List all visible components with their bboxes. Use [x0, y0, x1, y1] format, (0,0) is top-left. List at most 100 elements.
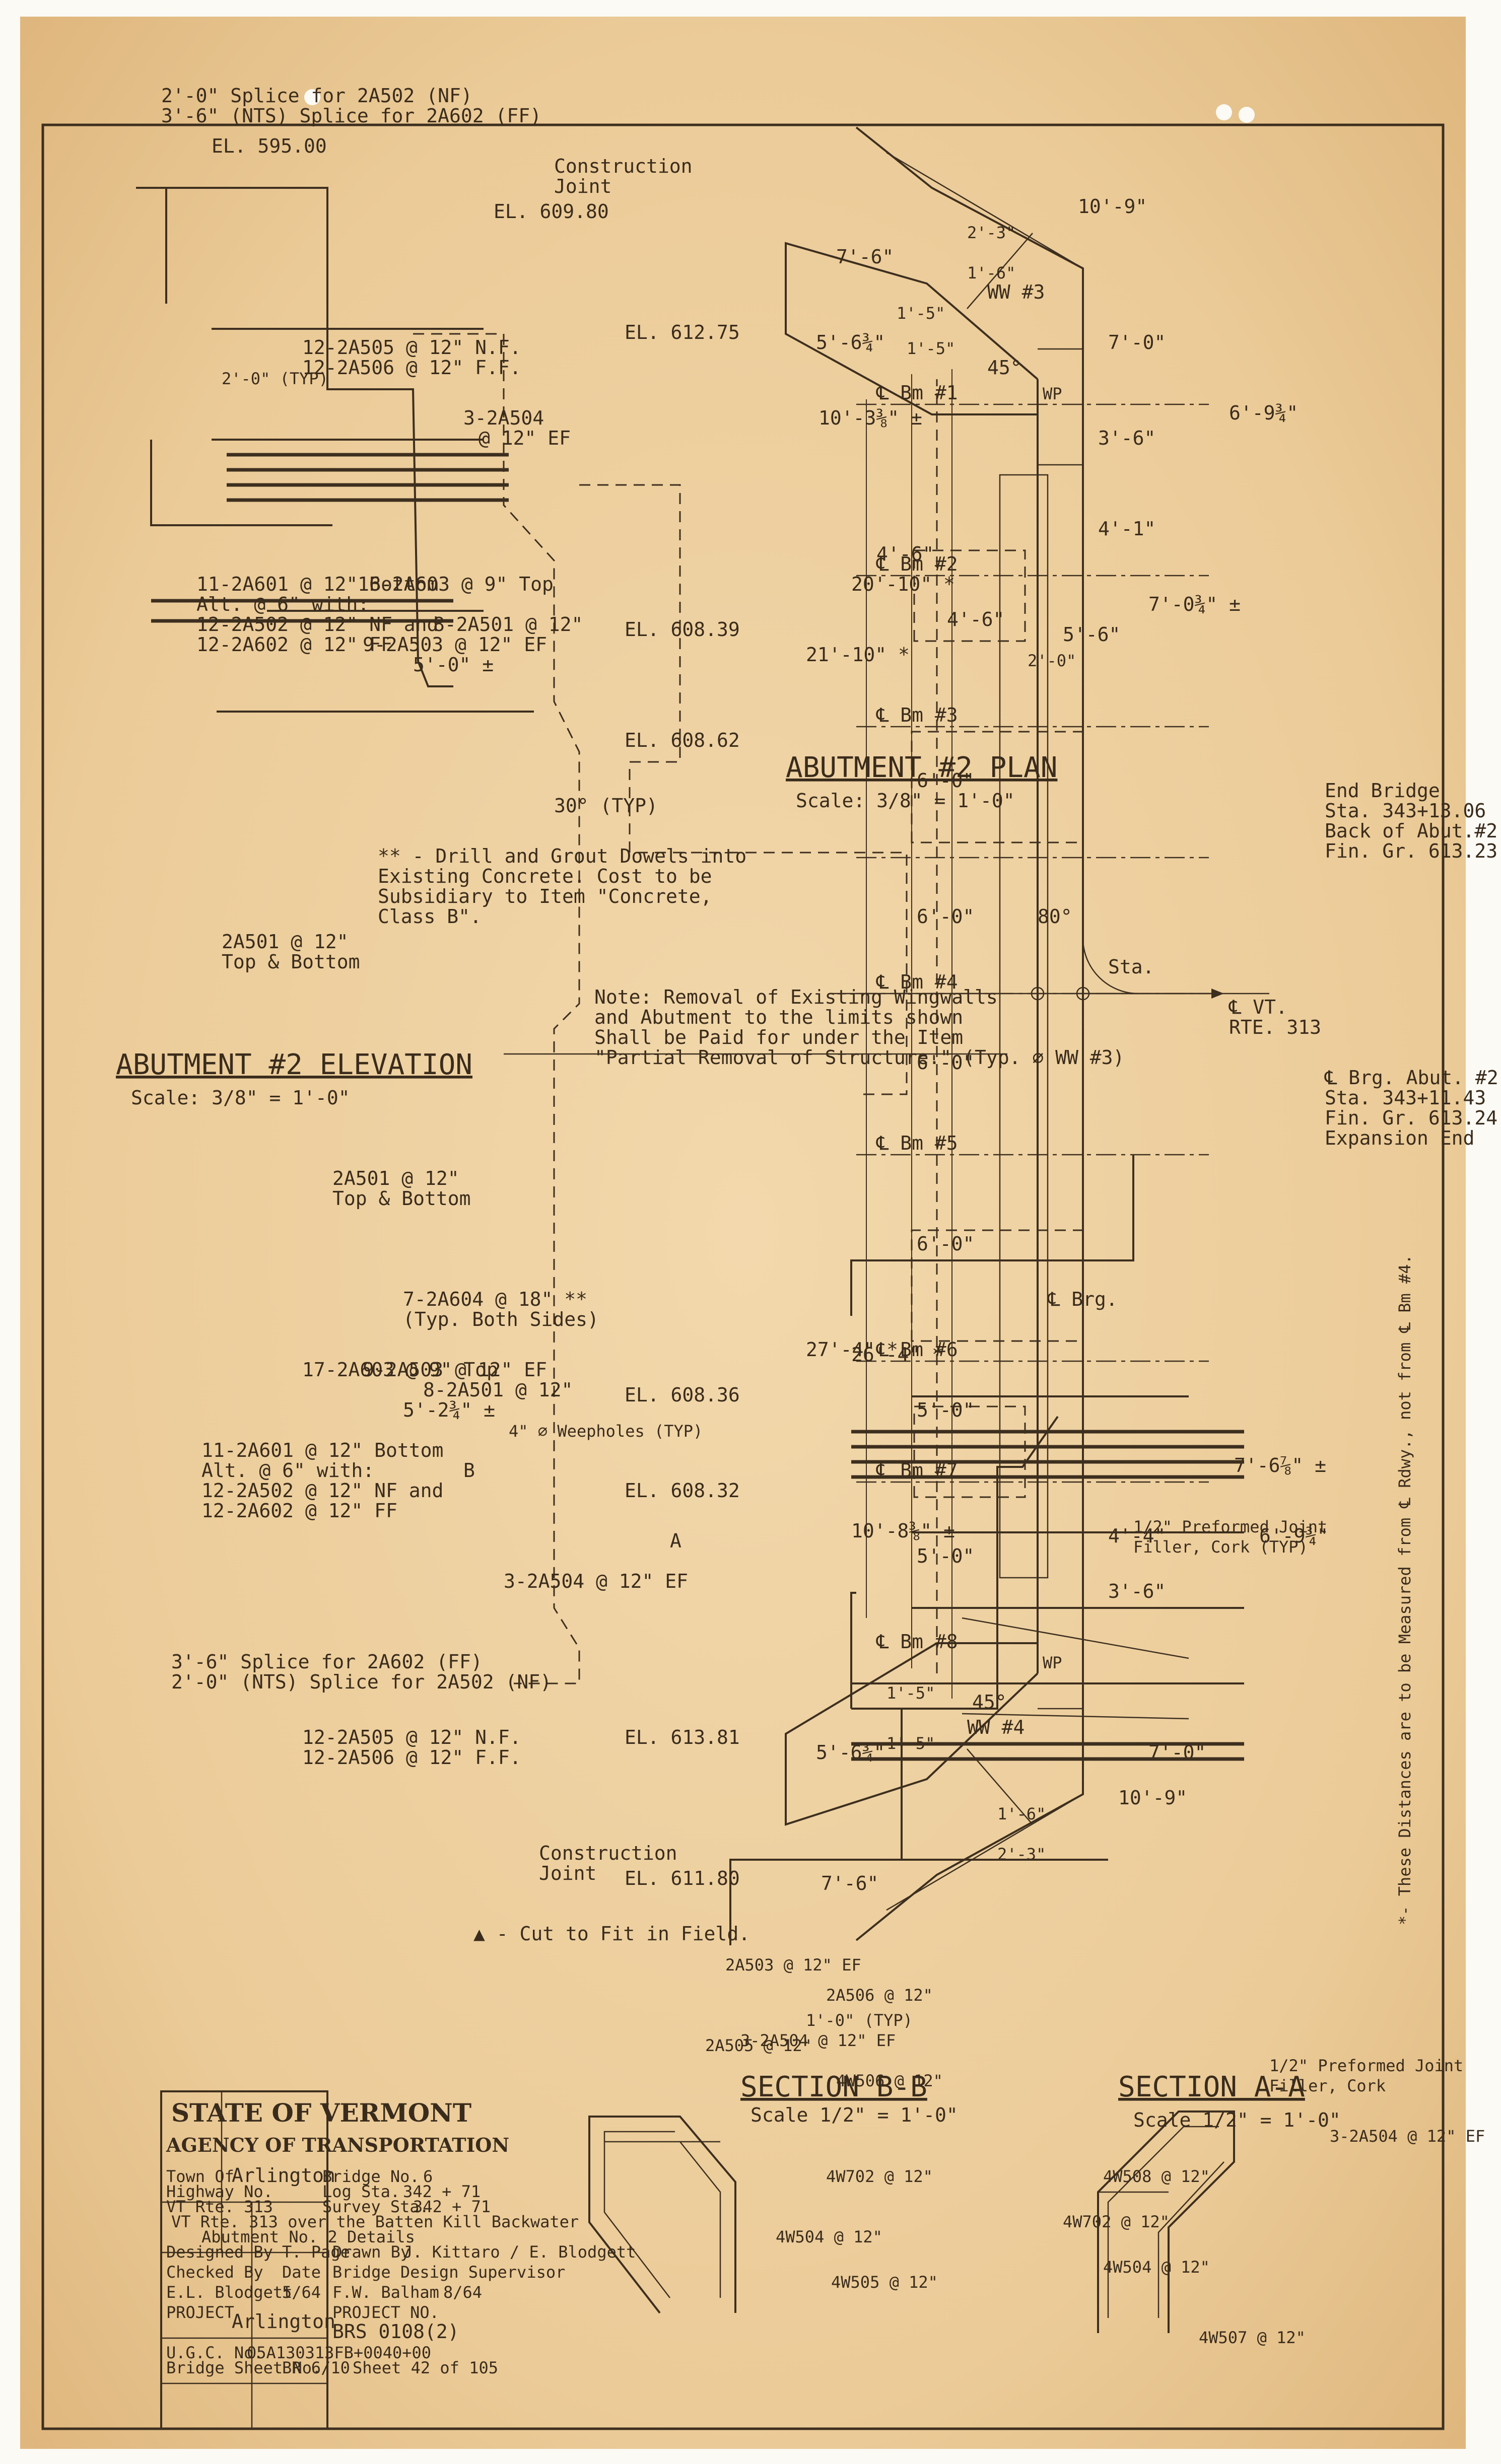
right-bar-4: (Typ. Both Sides): [403, 1308, 599, 1330]
punch-hole: [1216, 104, 1232, 120]
bb-label-3: 3-2A504 @ 12" EF: [740, 2031, 896, 2050]
project-label: PROJECT: [166, 2303, 234, 2322]
end-bridge-line-2: Sta. 343+13.06: [1325, 800, 1486, 822]
elevation-labels: ABUTMENT #2 ELEVATION Scale: 3/8" = 1'-0…: [116, 85, 750, 1945]
plan-labels: ABUTMENT #2 PLAN Scale: 3/8" = 1'-0" *- …: [594, 195, 1498, 1925]
bb-label-4: 1'-0" (TYP): [806, 2011, 913, 2030]
angle-45-top: 45°: [987, 357, 1022, 379]
splice-3: 3'-6" Splice for 2A602 (FF): [171, 1651, 483, 1673]
brg-label: ℄ Brg.: [1047, 1288, 1118, 1310]
dim-1-6-top: 1'-6": [967, 263, 1015, 283]
dim-10-8: 10'-8⅜" ±: [851, 1520, 955, 1542]
elevation-title: ABUTMENT #2 ELEVATION: [116, 1048, 472, 1081]
dim-10-9-bottom: 10'-9": [1118, 1787, 1187, 1809]
right-bar-2: Top & Bottom: [332, 1187, 471, 1210]
checked-value: E.L. Blodgett: [166, 2283, 292, 2302]
drawing-border: [41, 123, 1445, 2430]
splice-4: 2'-0" (NTS) Splice for 2A502 (NF): [171, 1671, 552, 1693]
dim-2-3-top: 2'-3": [967, 223, 1015, 242]
dim-20-10: 20'-10" *: [851, 573, 955, 595]
left-bar-10: 12-2A502 @ 12" NF and: [196, 613, 438, 636]
paper-background: [20, 17, 1466, 2449]
dim-5-0: 5'-0" ±: [413, 654, 494, 676]
dim-6-9-top: 6'-9¾": [1229, 402, 1298, 424]
right-bar-8: 11-2A601 @ 12" Bottom: [201, 1439, 443, 1461]
punch-hole: [304, 89, 320, 105]
dim-4-6-b: 4'-6": [876, 543, 934, 565]
left-bar-1: 12-2A505 @ 12" N.F.: [302, 336, 521, 359]
plan-scale: Scale: 3/8" = 1'-0": [796, 790, 1015, 812]
construction-joint-bottom-1: Construction: [539, 1842, 677, 1864]
bb-label-1: 2A503 @ 12" EF: [725, 1955, 861, 1975]
ww3-label: WW #3: [987, 281, 1045, 303]
left-bar-13: Top & Bottom: [222, 951, 360, 973]
skew-angle: 80°: [1038, 905, 1072, 928]
left-bar-2: 12-2A506 @ 12" F.F.: [302, 357, 521, 379]
ww4-label: WW #4: [967, 1716, 1025, 1738]
el-608-32: EL. 608.32: [625, 1480, 740, 1502]
right-bar-12: 3-2A504 @ 12" EF: [504, 1570, 688, 1592]
removal-note-1: Note: Removal of Existing Wingwalls: [594, 986, 998, 1008]
dim-27-4: 27'-4" *: [806, 1339, 898, 1361]
dowel-note-2: Existing Concrete. Cost to be: [378, 865, 712, 887]
punch-hole: [1239, 107, 1255, 123]
left-bar-9: Alt. @ 6" with:: [196, 593, 369, 615]
left-bar-5: 16-2A603 @ 9" Top: [358, 573, 554, 595]
dim-5-0-a: 5'-0": [917, 1399, 974, 1421]
dowel-note-1: ** - Drill and Grout Dowels into: [378, 845, 746, 867]
sta-label: Sta.: [1108, 956, 1154, 978]
brg-abut-line-2: Sta. 343+11.43: [1325, 1087, 1486, 1109]
bb-label-2: 2A506 @ 12": [826, 1986, 933, 2005]
dim-6-0-b: 6'-0": [917, 905, 974, 928]
project-no-label: PROJECT NO.: [332, 2303, 439, 2322]
sheet-note: *- These Distances are to be Measured fr…: [1395, 1254, 1414, 1925]
el-608-36: EL. 608.36: [625, 1384, 740, 1406]
splice-1: 2'-0" Splice for 2A502 (NF): [161, 85, 472, 107]
checked-label: Checked By: [166, 2263, 263, 2282]
rte-label-2: RTE. 313: [1229, 1016, 1321, 1038]
dim-7-0-34-top: 7'-0¾" ±: [1148, 593, 1241, 615]
drawn-value: J. Kittaro / E. Blodgett: [403, 2242, 636, 2262]
dowel-note-3: Subsidiary to Item "Concrete,: [378, 885, 712, 907]
weepholes: 4" ∅ Weepholes (TYP): [509, 1422, 703, 1441]
dim-4-4: 4'-4": [1108, 1525, 1166, 1547]
el-608-39: EL. 608.39: [625, 618, 740, 641]
el-612-75: EL. 612.75: [625, 321, 740, 343]
wp-bottom-label: WP: [1043, 1653, 1062, 1672]
construction-joint-top-2: Joint: [554, 175, 611, 197]
elevation-scale: Scale: 3/8" = 1'-0": [131, 1087, 350, 1109]
splice-2: 3'-6" (NTS) Splice for 2A602 (FF): [161, 105, 541, 127]
angle-45-bottom: 45°: [972, 1691, 1007, 1713]
dim-7-6-bottom: 7'-6": [821, 1872, 878, 1894]
left-bar-7: 8-2A501 @ 12": [433, 613, 583, 636]
section-aa-title: SECTION A-A: [1118, 2071, 1305, 2103]
drawn-label: Drawn By: [332, 2242, 410, 2262]
highway-value: VT Rte. 313: [166, 2197, 273, 2216]
highway-label: Highway No.: [166, 2182, 273, 2201]
project-no-value: BRS 0108(2): [332, 2320, 459, 2343]
sheet-of: Sheet 42 of 105: [353, 2358, 498, 2377]
end-bridge-line-1: End Bridge: [1325, 780, 1440, 802]
designed-value: T. Page: [282, 2242, 350, 2262]
beam-8-label: ℄ Bm #8: [876, 1631, 958, 1653]
ugc-label: U.G.C. No.: [166, 2343, 263, 2362]
beam-3-label: ℄ Bm #3: [876, 704, 958, 726]
aa-label-2: Filler, Cork: [1269, 2076, 1386, 2095]
abutment-plan: [785, 126, 1269, 1941]
dim-1-5-top-a: 1'-5": [897, 304, 945, 323]
el-611-80: EL. 611.80: [625, 1867, 740, 1889]
rte-label-1: ℄ VT.: [1229, 996, 1287, 1018]
right-bar-13: 12-2A505 @ 12" N.F.: [302, 1726, 521, 1748]
dim-3-6-b: 3'-6": [1108, 1580, 1166, 1602]
dim-10-3: 10'-3⅜" ±: [818, 407, 922, 429]
el-613-81: EL. 613.81: [625, 1726, 740, 1748]
dim-7-6-78: 7'-6⅞" ±: [1234, 1454, 1326, 1476]
dim-21-10: 21'-10" *: [806, 644, 910, 666]
dim-1-5-bottom-a: 1'-5": [886, 1683, 935, 1703]
dim-1-5-top-b: 1'-5": [907, 339, 955, 358]
section-a-a: SECTION A-A Scale 1/2" = 1'-0" 1/2" Pref…: [1063, 2056, 1485, 2347]
supervisor-label: Bridge Design Supervisor: [332, 2263, 565, 2282]
right-bar-5: 17-2A603 @ 9" Top: [302, 1359, 498, 1381]
dim-6-0-a: 6'-0": [917, 769, 974, 792]
